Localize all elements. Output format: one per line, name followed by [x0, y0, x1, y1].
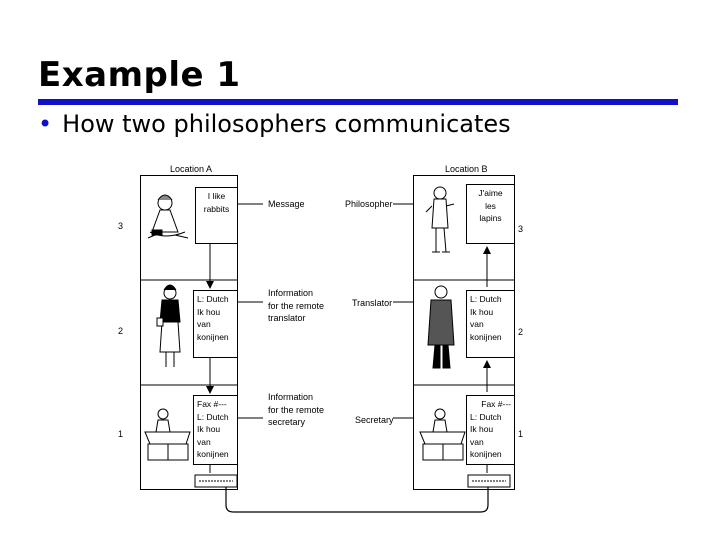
info-secretary-label: Information for the remote secretary: [268, 391, 324, 429]
secretary-b-icon: [419, 408, 466, 461]
b-layer3-message: J'aime les lapins: [466, 184, 515, 244]
info-translator-line: Information: [268, 288, 314, 298]
layer-number-a-3: 3: [118, 221, 124, 231]
a3-line: I like: [207, 191, 226, 201]
b-layer2-message: L: Dutch Ik hou van konijnen: [466, 290, 515, 358]
layer-number-b-3: 3: [518, 224, 524, 234]
a1-line: konijnen: [197, 449, 229, 459]
b2-line: van: [470, 319, 484, 329]
info-secretary-line: for the remote: [268, 404, 325, 415]
slide-title: Example 1: [38, 55, 241, 95]
b3-line: lapins: [479, 213, 502, 223]
a3-line: rabbits: [203, 203, 230, 214]
a2-line: van: [197, 319, 211, 329]
a-layer1-message: Fax #--- L: Dutch Ik hou van konijnen: [193, 395, 238, 465]
info-secretary-line: Information: [268, 392, 314, 402]
layer-number-a-1: 1: [118, 429, 124, 439]
philosopher-a-icon: [147, 194, 189, 239]
b3-line: les: [485, 200, 496, 211]
layer-number-b-1: 1: [518, 429, 524, 439]
transmission-line: [225, 487, 489, 513]
layer-number-a-2: 2: [118, 326, 124, 336]
b2-line: konijnen: [470, 331, 502, 342]
message-label: Message: [268, 199, 305, 209]
bullet-text: How two philosophers communicates: [62, 110, 511, 138]
info-translator-line: translator: [268, 313, 306, 323]
philosopher-b-icon: [425, 186, 455, 253]
bullet-dot: •: [38, 110, 53, 138]
translator-b-icon: [427, 285, 455, 369]
b1-line: van: [470, 436, 484, 447]
info-translator-line: for the remote: [268, 300, 325, 311]
a1-line: van: [197, 436, 211, 447]
b2-line: Ik hou: [470, 306, 494, 317]
a2-line: L: Dutch: [197, 294, 229, 304]
a1-line: Fax #---: [197, 399, 227, 409]
b1-line: L: Dutch: [470, 411, 502, 422]
location-b-label: Location B: [445, 164, 488, 174]
a2-line: konijnen: [197, 331, 229, 342]
b-layer1-message: Fax #--- L: Dutch Ik hou van konijnen: [466, 395, 515, 465]
b1-line: konijnen: [470, 449, 502, 459]
a-layer2-message: L: Dutch Ik hou van konijnen: [193, 290, 238, 358]
b3-line: J'aime: [478, 188, 503, 198]
translator-label: Translator: [352, 298, 393, 308]
b1-line: Ik hou: [470, 424, 494, 434]
a2-line: Ik hou: [197, 306, 221, 317]
philosopher-label: Philosopher: [345, 199, 393, 209]
bullet-point: • How two philosophers communicates: [38, 110, 511, 138]
translator-a-icon: [156, 284, 181, 367]
location-a-label: Location A: [170, 164, 213, 174]
b2-line: L: Dutch: [470, 294, 502, 304]
layer-number-b-2: 2: [518, 327, 524, 337]
info-translator-label: Information for the remote translator: [268, 287, 324, 325]
a1-line: L: Dutch: [197, 411, 229, 422]
secretary-label: Secretary: [355, 415, 394, 425]
b1-line: Fax #---: [481, 399, 511, 409]
secretary-a-icon: [144, 408, 191, 461]
a-layer3-message: I like rabbits: [195, 187, 238, 244]
info-secretary-line: secretary: [268, 417, 306, 427]
a1-line: Ik hou: [197, 424, 221, 434]
title-rule: [38, 99, 678, 105]
